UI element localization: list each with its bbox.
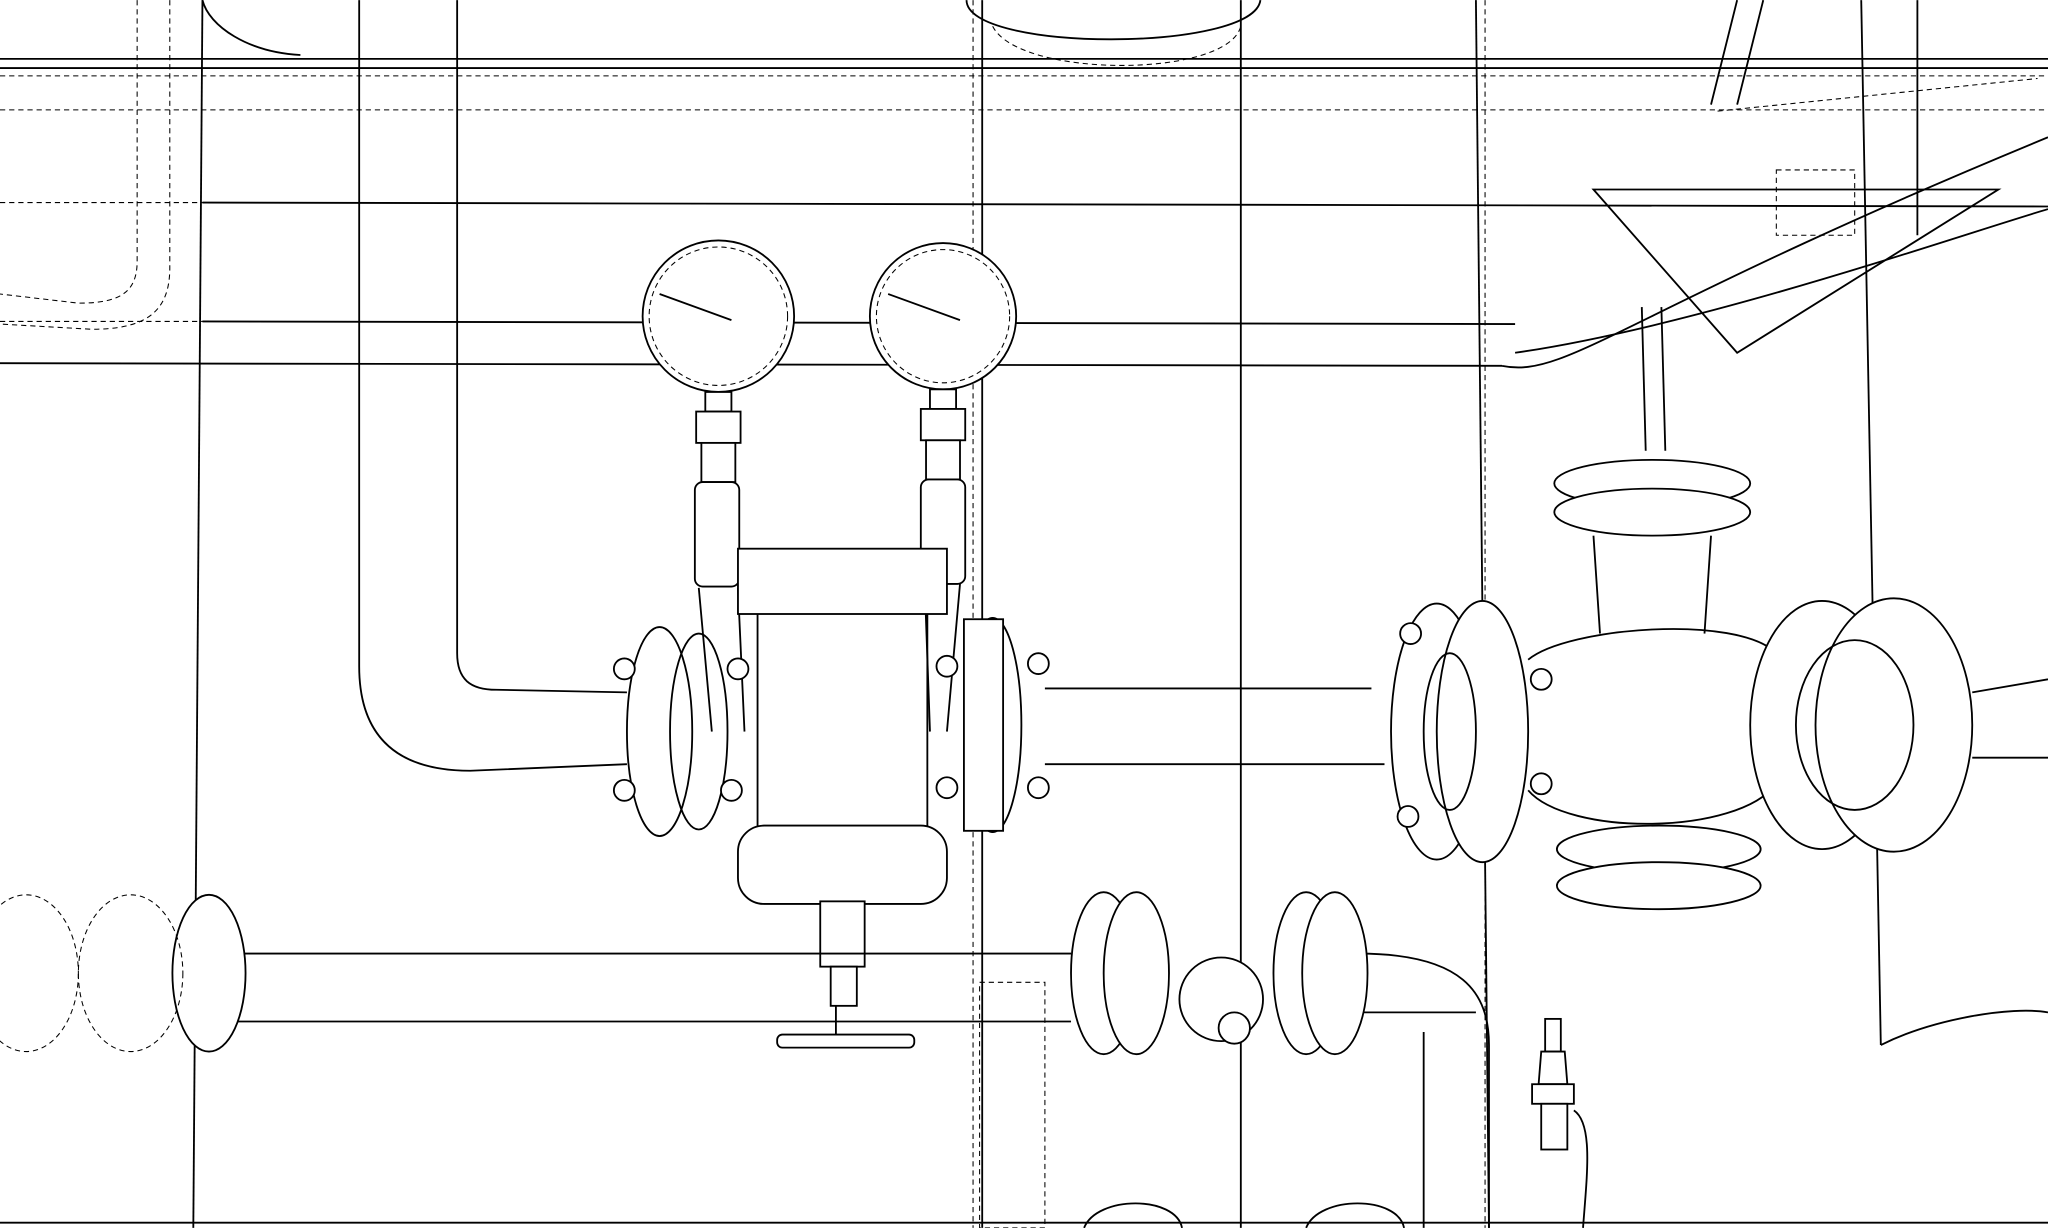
strainer <box>612 547 1385 1049</box>
elbow-pipe <box>0 0 627 772</box>
gate-valve <box>1527 307 2048 1046</box>
pressure-gauge-left <box>641 239 796 732</box>
pressure-gauge-right <box>868 242 1018 732</box>
lower-pipeline <box>0 891 1589 1228</box>
flange-pair <box>1390 600 1553 864</box>
